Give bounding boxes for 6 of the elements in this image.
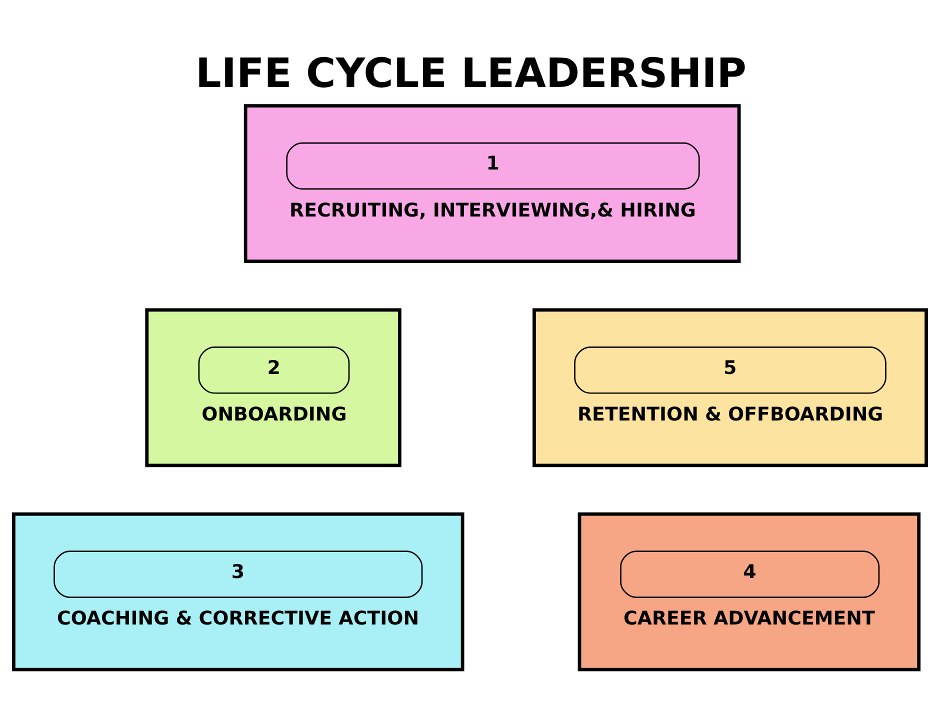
node-box: 5 RETENTION & OFFBOARDING — [532, 308, 928, 467]
node-box: 3 COACHING & CORRECTIVE ACTION — [12, 512, 464, 671]
node-box: 1 RECRUITING, INTERVIEWING,& HIRING — [244, 104, 741, 262]
diagram-title: LIFE CYCLE LEADERSHIP — [196, 48, 747, 96]
node-box: 4 CAREER ADVANCEMENT — [578, 512, 921, 671]
node-box: 2 ONBOARDING — [145, 308, 402, 467]
